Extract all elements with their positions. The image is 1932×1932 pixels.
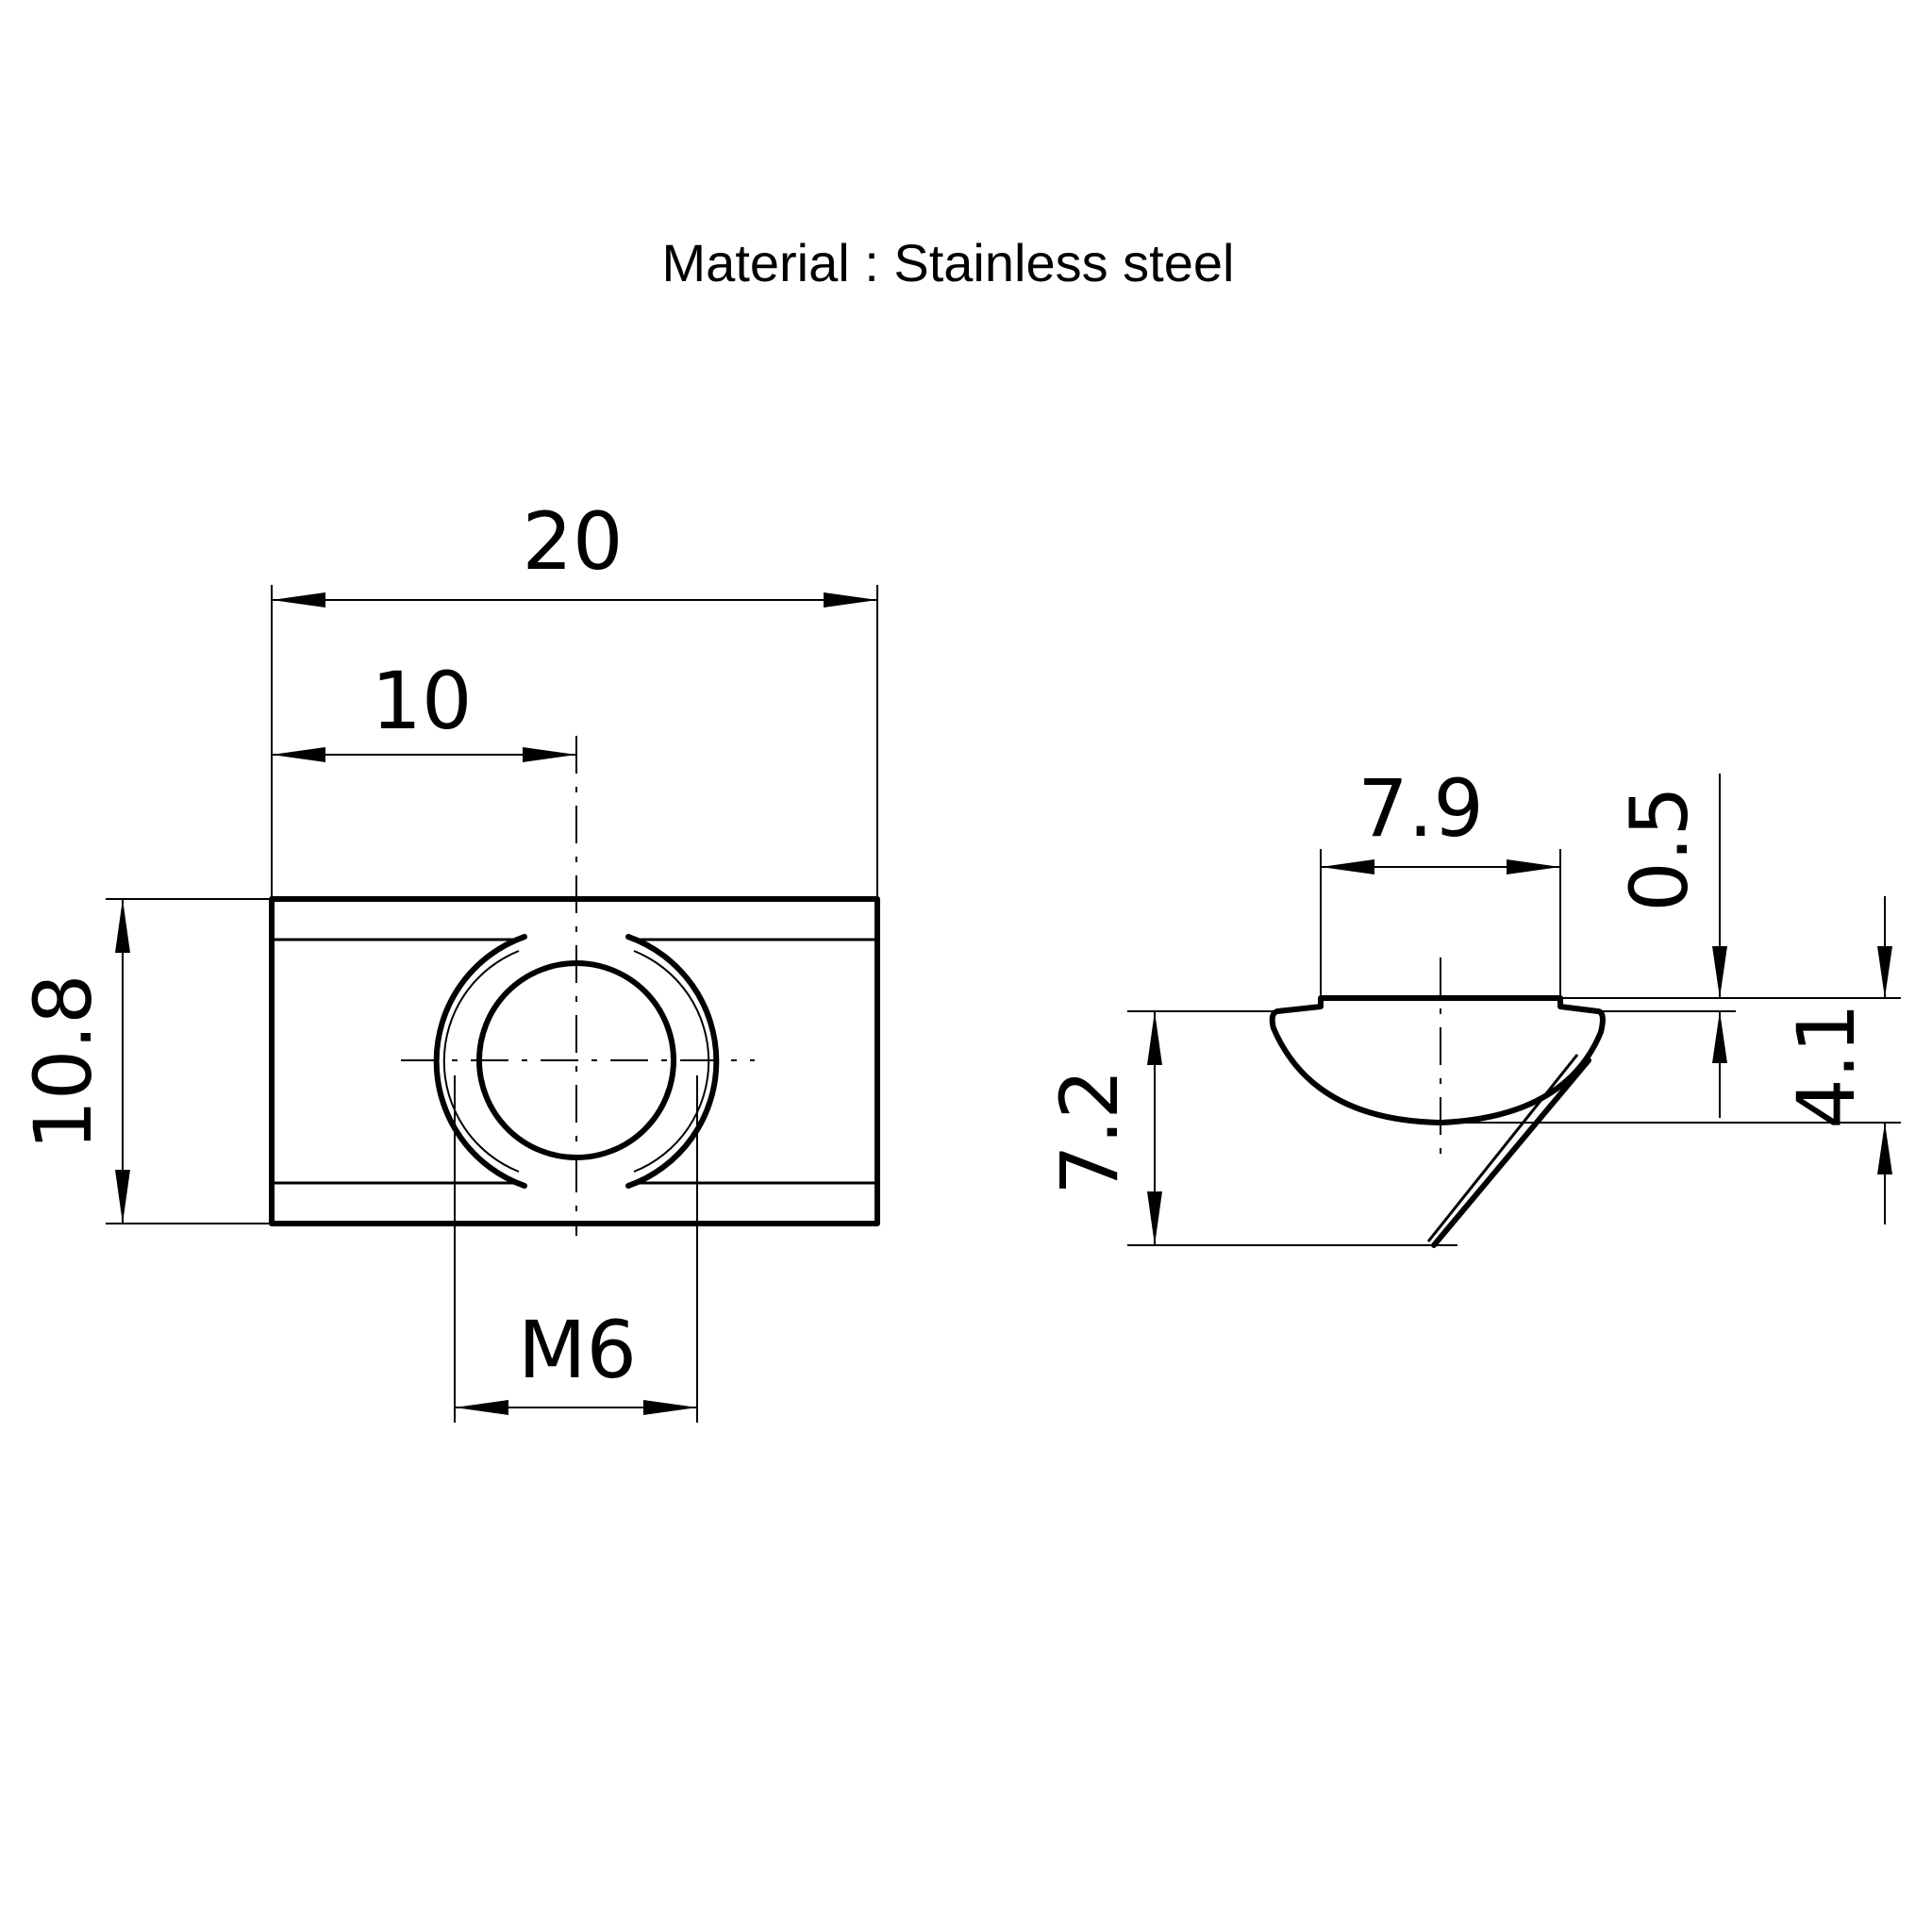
spring-leaf-inner [1426,1054,1579,1242]
material-title: Material : Stainless steel [662,233,1235,292]
front-dimensions: 20 10 10.8 M6 [17,495,878,1423]
spring-ring-inner-left [442,950,520,1173]
dim-label-body-height: 4.1 [1780,1003,1873,1129]
nut-outline [269,896,880,1226]
dim-label-height: 10.8 [17,974,109,1150]
dim-label-width-to-center: 10 [372,655,473,747]
side-dimensions: 7.9 0.5 4.1 7.2 [1043,762,1901,1246]
dim-label-thread: M6 [518,1304,637,1396]
dim-label-total-height: 7.2 [1043,1069,1136,1195]
dim-label-lip: 0.5 [1613,786,1706,912]
spring-leaf [1431,1058,1591,1248]
dim-label-top-width: 7.9 [1357,762,1484,855]
dim-label-width-overall: 20 [523,495,624,588]
side-view [1269,958,1606,1248]
front-view [269,736,880,1236]
